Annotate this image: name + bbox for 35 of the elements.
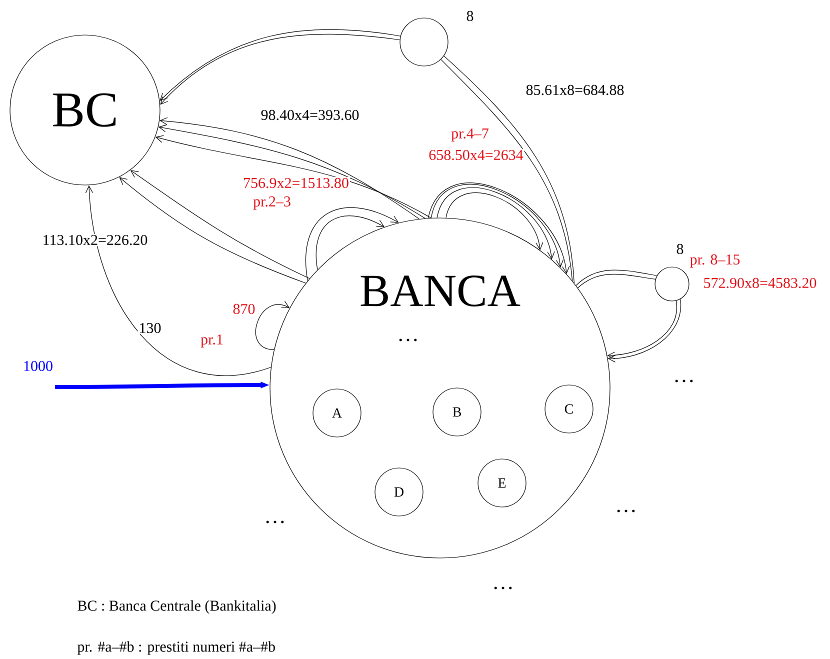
arrow bbox=[119, 177, 306, 284]
text-label: 85.61x8=684.88 bbox=[524, 84, 626, 96]
text-label: BC : Banca Centrale (Bankitalia) bbox=[76, 599, 278, 615]
arrow bbox=[85, 185, 272, 376]
text-label: pr.1 bbox=[200, 333, 224, 349]
beside-text: 8 bbox=[466, 10, 474, 22]
text-label: pr.2–3 bbox=[252, 195, 292, 211]
text-label: 870 bbox=[232, 302, 256, 316]
ellipsis-dots: … bbox=[614, 508, 638, 514]
ellipsis-dots: … bbox=[396, 338, 420, 342]
text-label: pr.4–7 bbox=[450, 127, 490, 143]
arrow bbox=[130, 170, 310, 279]
ellipsis-dots: … bbox=[491, 586, 515, 590]
circle-node: E bbox=[478, 458, 526, 508]
arrow bbox=[436, 187, 555, 260]
arrow bbox=[306, 208, 399, 282]
text-label: 756.9x2=1513.80 bbox=[242, 176, 350, 190]
text-label: 572.90x8=4583.20 bbox=[702, 276, 818, 290]
text-label: 113.10x2=226.20 bbox=[41, 234, 149, 246]
circle-node: BC bbox=[10, 34, 160, 186]
circle-node: B bbox=[432, 388, 482, 436]
beside-text: 8 bbox=[676, 244, 684, 254]
edge-label: 1000 bbox=[24, 360, 52, 372]
circle-node: C bbox=[544, 384, 594, 434]
text-label: 658.50x4=2634 bbox=[428, 148, 524, 162]
arrow bbox=[316, 216, 385, 270]
circle-node: A bbox=[312, 388, 362, 438]
text-label: 98.40x4=393.60 bbox=[260, 108, 360, 122]
text-label: 130 bbox=[138, 322, 162, 334]
ellipsis-dots: … bbox=[672, 378, 696, 384]
arrow bbox=[256, 300, 290, 350]
circle-node: D bbox=[374, 468, 424, 516]
text-label: pr. 8–15 bbox=[688, 253, 742, 269]
text-label: pr. #a–#b : prestiti numeri #a–#b bbox=[76, 640, 276, 656]
arrow bbox=[446, 192, 544, 250]
